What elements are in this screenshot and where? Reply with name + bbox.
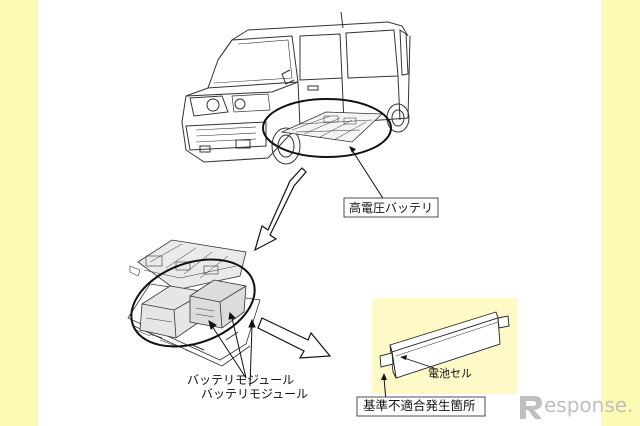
defect-location-label: 基準不適合発生箇所 [363,398,476,413]
van-battery-pack [280,111,383,143]
battery-pack-illustration [127,239,261,367]
module-circle [130,258,256,348]
van-battery-circle [262,98,392,158]
high-voltage-battery-label: 高電圧バッテリ [349,201,434,215]
hv-label-box [343,197,439,218]
van-illustration [181,11,411,165]
zoom-arrow-2 [257,317,332,359]
battery-module-label-1: バッテリモジュール [187,373,295,387]
module-leader-lines [208,311,256,387]
response-logo-icon [520,396,542,419]
defect-leader-arrowhead [381,373,387,380]
response-watermark: esponse. [516,392,634,422]
zoom-arrow-1 [254,167,307,252]
watermark-text: esponse. [544,393,634,417]
cell-leader-arrowhead [400,355,407,360]
hv-leader-line [351,149,387,204]
defect-label-box [356,396,486,417]
cell-leader-line [403,357,435,369]
battery-module-label-2: バッテリモジュール [201,387,309,401]
battery-cell-label: 電池セル [428,367,472,380]
hv-leader-arrowhead [349,146,356,153]
